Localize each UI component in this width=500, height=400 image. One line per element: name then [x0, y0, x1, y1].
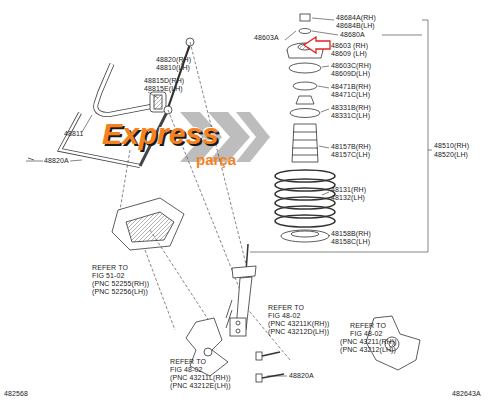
callout-number: 48471C(LH)	[331, 91, 370, 99]
leader-lines	[26, 18, 432, 376]
reference-note: FIG 48-02	[350, 330, 382, 338]
callout-number: 48603A	[254, 34, 279, 42]
figure-number: 482643A	[452, 390, 481, 398]
callout-number: 48680A	[340, 31, 365, 39]
reference-note: (PNC 43211L(RH))	[170, 374, 231, 382]
highlight-arrow	[304, 37, 330, 53]
callout-number: 48820A	[289, 372, 314, 380]
upper-mount	[287, 14, 323, 118]
callout-number: 48157B(RH)	[331, 143, 371, 151]
callout-number: 48520(LH)	[434, 151, 468, 159]
watermark: Express	[102, 118, 219, 150]
callout-number: 48815E(LH)	[144, 85, 183, 93]
reference-note: REFER TO	[170, 358, 206, 366]
callout-number: 48157C(LH)	[331, 151, 370, 159]
reference-note: (PNC 52255(RH))	[92, 280, 149, 288]
callout-number: 48820(RH)	[156, 56, 191, 64]
callout-number: 48684A(RH)	[336, 14, 376, 22]
callout-number: 48331C(LH)	[331, 112, 370, 120]
reference-note: (PNC 43212D(LH))	[268, 328, 329, 336]
callout-number: 48131(RH)	[331, 186, 366, 194]
stabilizer-bracket	[112, 198, 184, 250]
callout-number: 48609 (LH)	[331, 50, 367, 58]
stabilizer-link	[164, 38, 194, 114]
reference-note: REFER TO	[268, 304, 304, 312]
callout-number: 48810(LH)	[156, 64, 190, 72]
steering-knuckle	[186, 316, 420, 376]
callout-number: 48471B(RH)	[331, 83, 371, 91]
callout-number: 48510(RH)	[434, 142, 469, 150]
callout-number: 48815D(RH)	[144, 77, 184, 85]
reference-note: (PNC 43211K(RH))	[268, 320, 329, 328]
callout-number: 48158C(LH)	[331, 238, 370, 246]
shock-absorber	[226, 244, 256, 336]
reference-note: FIG 51-02	[92, 272, 124, 280]
dashed-lines	[120, 42, 300, 360]
callout-number: 48603C(RH)	[331, 62, 371, 70]
coil-spring	[275, 170, 335, 227]
reference-note: FIG 48-02	[170, 366, 202, 374]
callout-number: 48132(LH)	[331, 194, 365, 202]
callout-number: 48811	[64, 130, 83, 138]
spring-coil	[275, 215, 335, 227]
callout-number: 48609D(LH)	[331, 70, 370, 78]
dust-boot	[292, 124, 318, 162]
callout-number: 48331B(RH)	[331, 104, 371, 112]
callout-number: 48820A	[44, 157, 69, 165]
figure-number: 482568	[4, 390, 28, 398]
reference-note: REFER TO	[92, 264, 128, 272]
callout-number: 48603 (RH)	[331, 42, 368, 50]
callout-number: 48158B(RH)	[331, 230, 371, 238]
reference-note: (PNC 43212(LH))	[340, 346, 396, 354]
reference-note: (PNC 43211(RH))	[340, 338, 397, 346]
reference-note: REFER TO	[350, 322, 386, 330]
watermark: parça	[196, 152, 236, 168]
reference-note: FIG 48-02	[268, 312, 300, 320]
reference-note: (PNC 52256(LH))	[92, 288, 148, 296]
reference-note: (PNC 43212E(LH))	[170, 382, 231, 390]
callout-number: 48684B(LH)	[336, 22, 375, 30]
lower-insulator	[281, 230, 329, 242]
bolt	[28, 158, 284, 382]
